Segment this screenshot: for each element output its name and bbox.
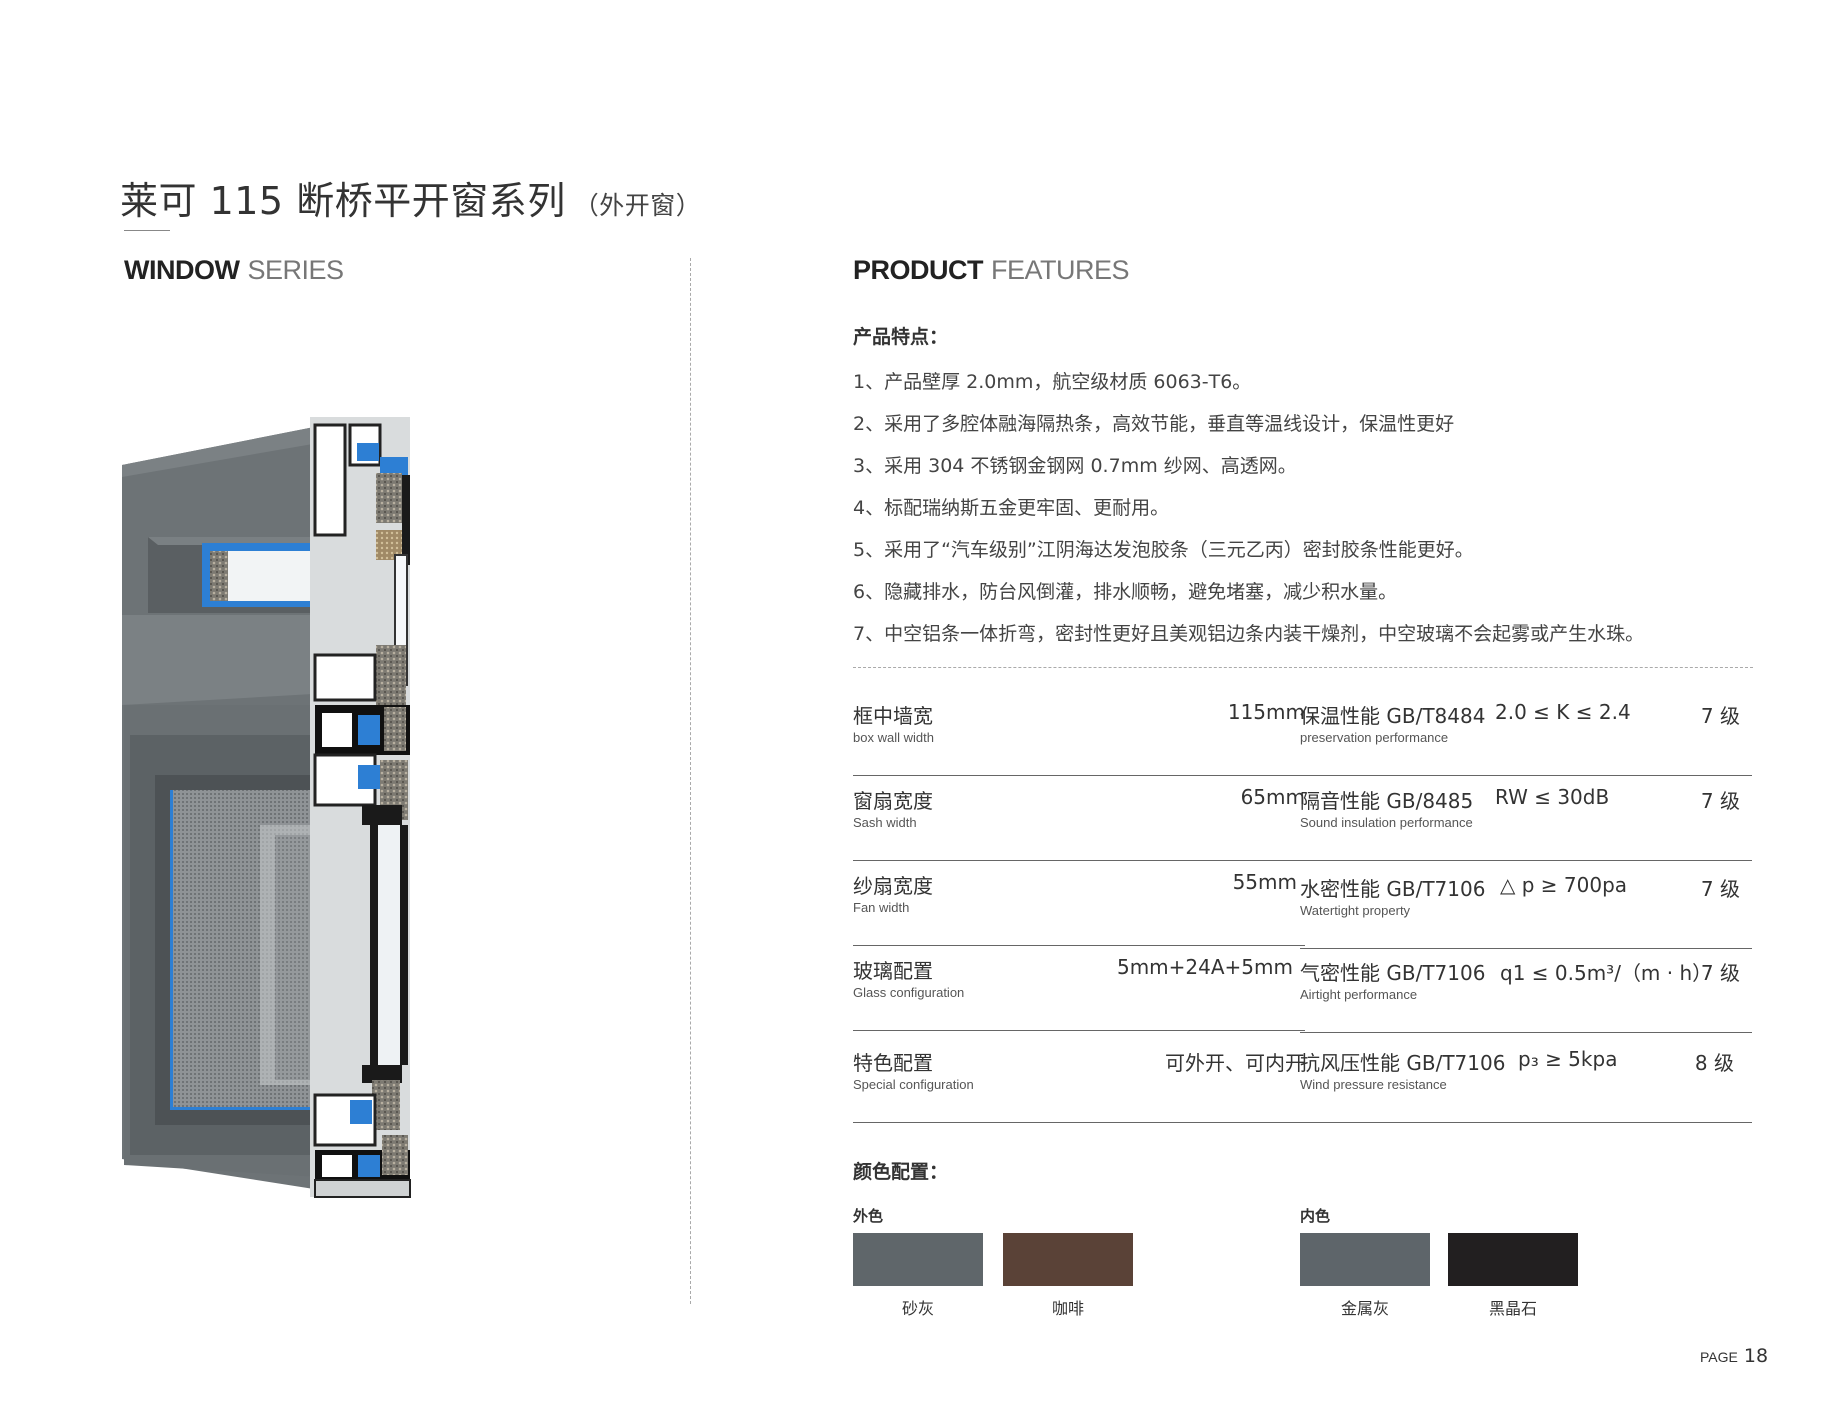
- spec-name-en: Wind pressure resistance: [1300, 1077, 1447, 1092]
- spec-value: 可外开、可内开: [1165, 1051, 1305, 1075]
- spec-row: 窗扇宽度 Sash width 65mm: [853, 785, 1305, 861]
- spec-grade: 7 级: [1700, 789, 1740, 813]
- color-config-heading: 颜色配置：: [853, 1161, 949, 1183]
- spec-row: 框中墙宽 box wall width 115mm: [853, 700, 1305, 776]
- color-swatch-metal-grey: [1300, 1233, 1430, 1286]
- spec-value: 65mm: [1240, 785, 1305, 809]
- feature-item: 6、隐藏排水，防台风倒灌，排水顺畅，避免堵塞，减少积水量。: [853, 581, 1398, 603]
- spec-row: 气密性能 GB/T7106 Airtight performance q1 ≤ …: [1300, 957, 1752, 1033]
- spec-name-en: Watertight property: [1300, 903, 1411, 918]
- spec-name: 保温性能 GB/T8484: [1300, 704, 1486, 728]
- spec-row: 保温性能 GB/T8484 preservation performance 2…: [1300, 700, 1752, 776]
- page-label: PAGE: [1700, 1349, 1738, 1365]
- spec-name: 抗风压性能 GB/T7106: [1300, 1051, 1506, 1075]
- color-swatch-sand-grey: [853, 1233, 983, 1286]
- spec-row: 抗风压性能 GB/T7106 Wind pressure resistance …: [1300, 1047, 1752, 1123]
- features-separator: [853, 667, 1753, 668]
- spec-grade: 7 级: [1700, 961, 1740, 985]
- feature-item: 3、采用 304 不锈钢金钢网 0.7mm 纱网、高透网。: [853, 455, 1297, 477]
- spec-value: 2.0 ≤ K ≤ 2.4: [1495, 700, 1631, 724]
- page-number-value: 18: [1743, 1345, 1769, 1367]
- product-features-heading-bold: PRODUCT: [853, 255, 984, 285]
- spec-row: 纱扇宽度 Fan width 55mm: [853, 870, 1305, 946]
- swatch-label: 黑晶石: [1488, 1299, 1537, 1318]
- spec-value: 55mm: [1232, 870, 1297, 894]
- color-swatch-coffee: [1003, 1233, 1133, 1286]
- spec-value: 115mm: [1227, 700, 1305, 724]
- spec-value: RW ≤ 30dB: [1495, 785, 1610, 809]
- spec-name-en: Special configuration: [853, 1077, 974, 1092]
- spec-row: 特色配置 Special configuration 可外开、可内开: [853, 1047, 1305, 1123]
- outer-color-label: 外色: [853, 1207, 884, 1225]
- feature-item: 2、采用了多腔体融海隔热条，高效节能，垂直等温线设计，保温性更好: [853, 413, 1455, 435]
- window-profile-illustration: [122, 417, 411, 1198]
- spec-name: 特色配置: [853, 1051, 933, 1075]
- spec-name: 水密性能 GB/T7106: [1300, 877, 1486, 901]
- spec-name-en: box wall width: [853, 730, 934, 745]
- spec-name-en: Fan width: [853, 900, 910, 915]
- spec-row: 水密性能 GB/T7106 Watertight property △ p ≥ …: [1300, 873, 1752, 949]
- page-number: PAGE 18: [1700, 1345, 1768, 1367]
- spec-grade: 8 级: [1694, 1051, 1734, 1075]
- color-swatch-black-crystal: [1448, 1233, 1578, 1286]
- spec-name-en: preservation performance: [1300, 730, 1449, 745]
- window-series-heading-light: SERIES: [247, 255, 344, 285]
- spec-value: 5mm+24A+5mm: [1116, 955, 1293, 979]
- spec-grade: 7 级: [1700, 704, 1740, 728]
- swatch-label: 砂灰: [901, 1299, 934, 1318]
- spec-name-en: Sound insulation performance: [1300, 815, 1473, 830]
- product-features-heading-light: FEATURES: [991, 255, 1130, 285]
- spec-name: 框中墙宽: [853, 704, 933, 728]
- spec-grade: 7 级: [1700, 877, 1740, 901]
- spec-name-en: Glass configuration: [853, 985, 965, 1000]
- window-series-heading-bold: WINDOW: [124, 255, 240, 285]
- feature-item: 5、采用了“汽车级别”江阴海达发泡胶条（三元乙丙）密封胶条性能更好。: [853, 539, 1474, 561]
- column-divider: [690, 258, 691, 1304]
- page-title: 莱可 115 断桥平开窗系列（外开窗）: [120, 170, 701, 225]
- spec-row: 玻璃配置 Glass configuration 5mm+24A+5mm: [853, 955, 1305, 1031]
- feature-item: 7、中空铝条一体折弯，密封性更好且美观铝边条内装干燥剂，中空玻璃不会起雾或产生水…: [853, 623, 1645, 645]
- title-underline: [124, 230, 170, 231]
- spec-value: q1 ≤ 0.5m³/（m · h）: [1500, 961, 1713, 985]
- spec-name: 气密性能 GB/T7106: [1300, 961, 1486, 985]
- feature-item: 4、标配瑞纳斯五金更牢固、更耐用。: [853, 497, 1170, 519]
- inner-color-label: 内色: [1300, 1207, 1331, 1225]
- spec-name: 纱扇宽度: [853, 874, 933, 898]
- features-heading: 产品特点：: [853, 326, 949, 348]
- spec-name: 隔音性能 GB/8485: [1300, 789, 1474, 813]
- spec-row: 隔音性能 GB/8485 Sound insulation performanc…: [1300, 785, 1752, 861]
- spec-name: 窗扇宽度: [853, 789, 933, 813]
- page-title-sub: （外开窗）: [573, 191, 702, 220]
- spec-value: △ p ≥ 700pa: [1500, 873, 1628, 897]
- feature-item: 1、产品壁厚 2.0mm，航空级材质 6063-T6。: [853, 371, 1252, 393]
- swatch-label: 咖啡: [1051, 1299, 1084, 1318]
- swatch-label: 金属灰: [1340, 1299, 1389, 1318]
- spec-name: 玻璃配置: [853, 959, 933, 983]
- page-title-main: 莱可 115 断桥平开窗系列: [120, 179, 566, 223]
- spec-name-en: Airtight performance: [1300, 987, 1418, 1002]
- spec-name-en: Sash width: [853, 815, 917, 830]
- spec-value: p₃ ≥ 5kpa: [1518, 1047, 1618, 1071]
